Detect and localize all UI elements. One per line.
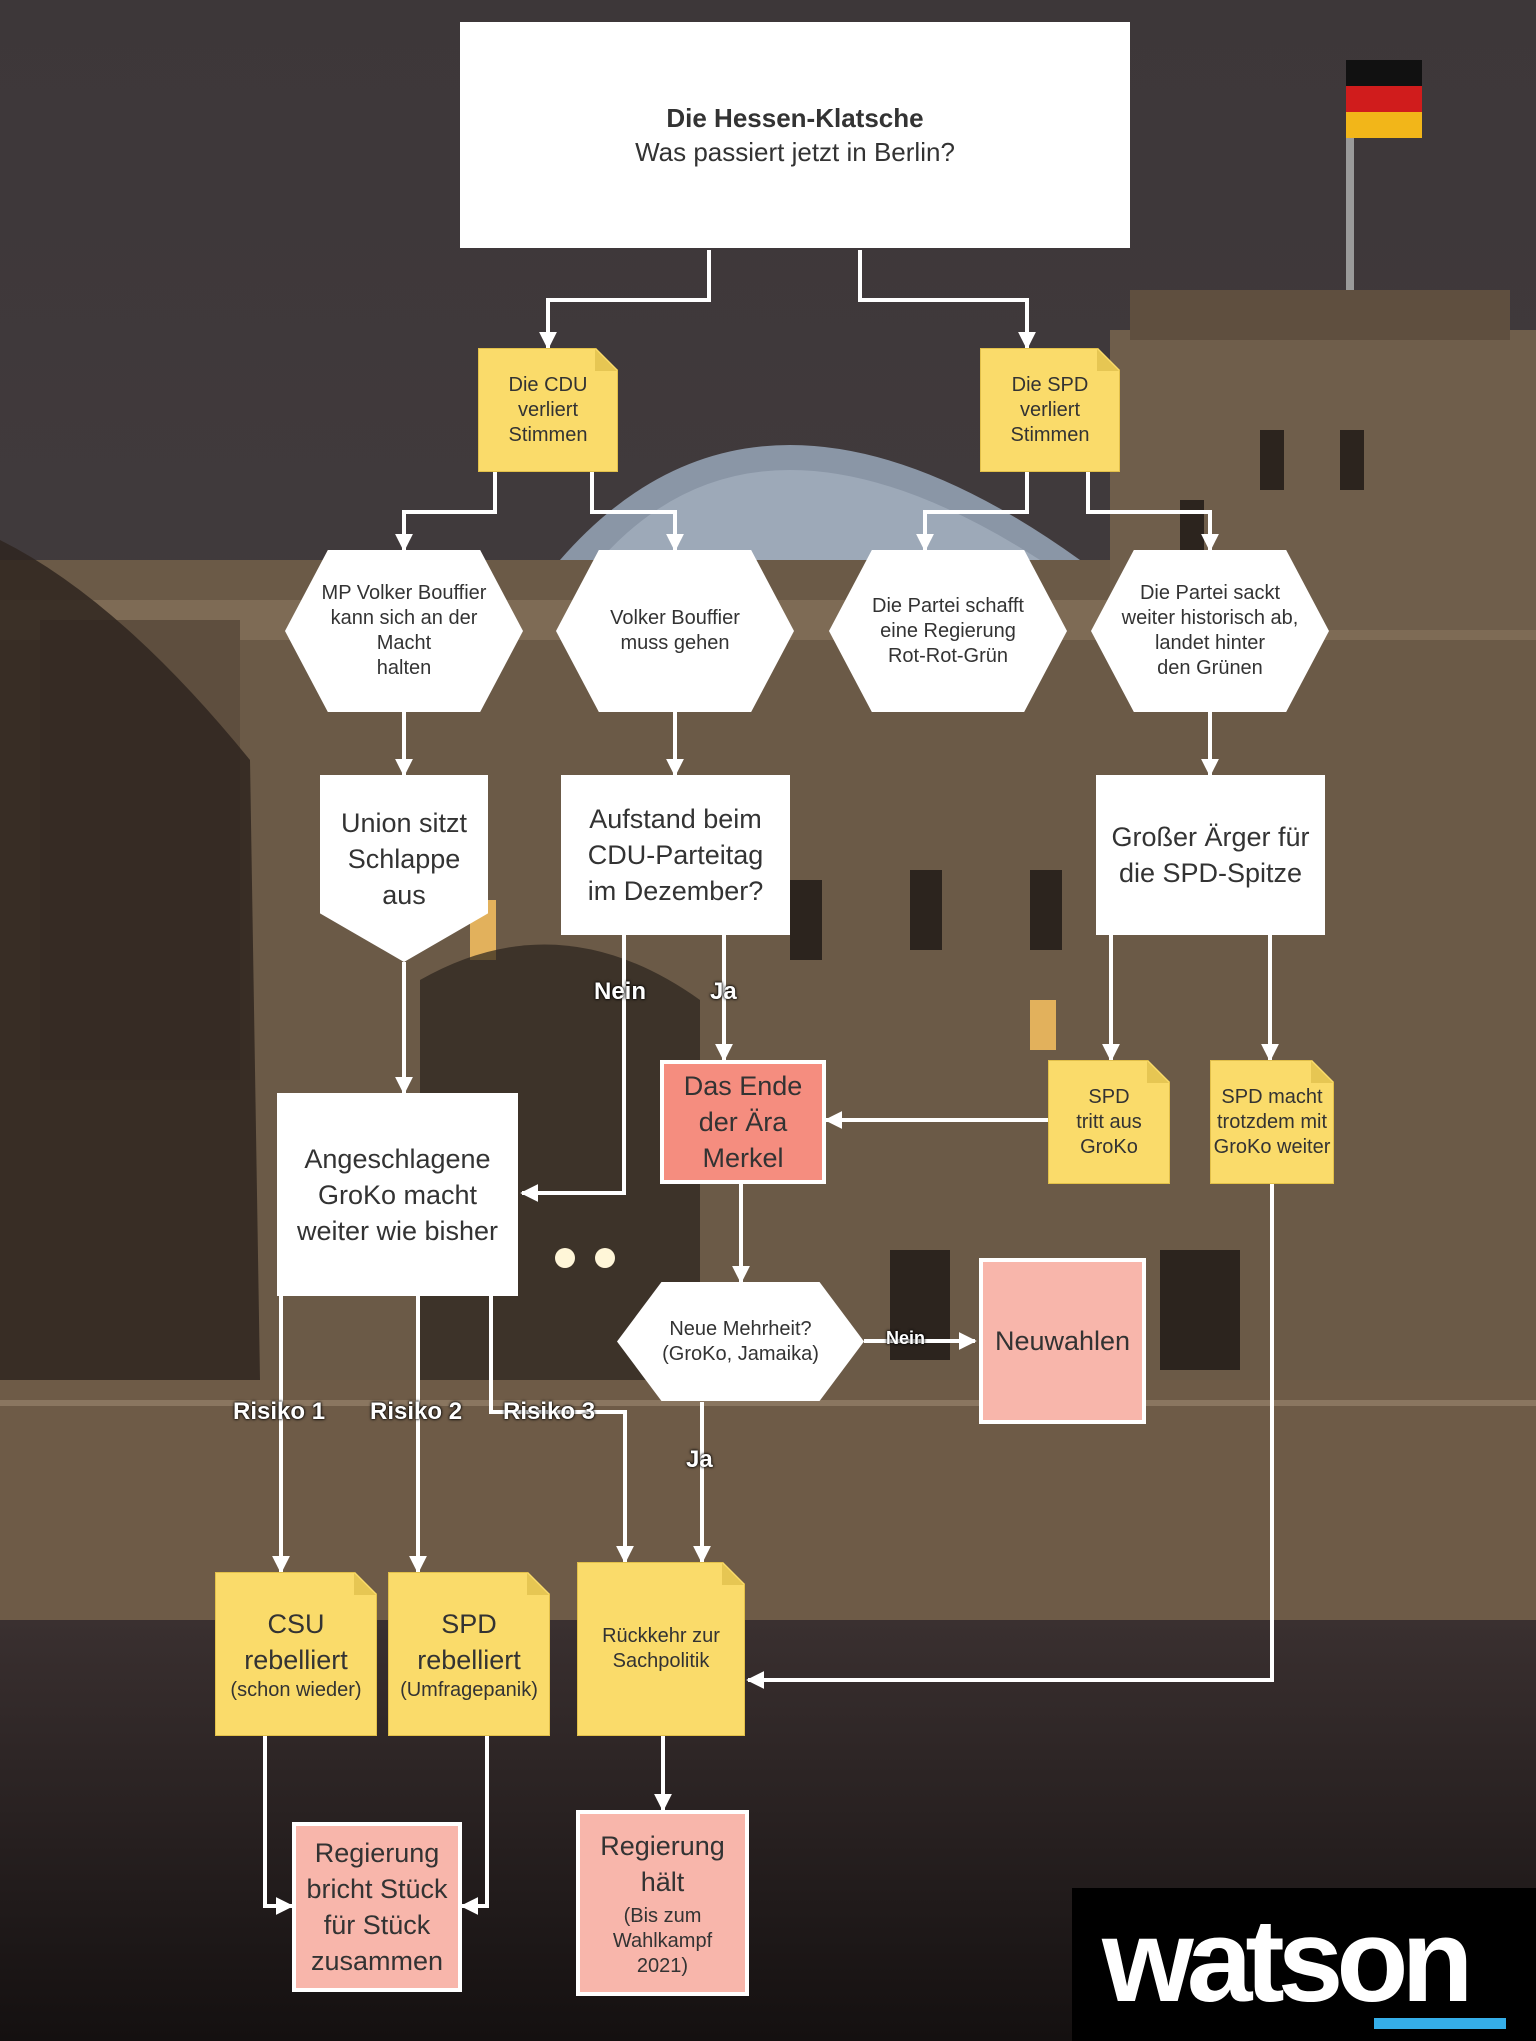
diagram-title: Die Hessen-Klatsche <box>666 103 924 133</box>
spd-rebelliert-sub: (Umfragepanik) <box>400 1678 538 1701</box>
hex-rot-rot-gruen: Die Partei schafft eine Regierung Rot-Ro… <box>829 550 1067 712</box>
box-ende-merkel: Das Ende der Ära Merkel <box>660 1060 826 1184</box>
box-regierung-haelt: Regierung hält (Bis zum Wahlkampf 2021) <box>576 1810 749 1996</box>
csu-rebelliert-title: CSU rebelliert <box>244 1608 348 1675</box>
csu-rebelliert-sub: (schon wieder) <box>230 1678 362 1701</box>
watson-logo-accent-bar <box>1374 2018 1506 2029</box>
label-ja-aufstand: Ja <box>710 978 737 1005</box>
hex-partei-sackt: Die Partei sackt weiter historisch ab, l… <box>1091 550 1329 712</box>
watson-logo: watson <box>1072 1888 1536 2041</box>
note-rueckkehr-sachpolitik: Rückkehr zur Sachpolitik <box>577 1562 745 1736</box>
diagram-subtitle: Was passiert jetzt in Berlin? <box>635 137 955 167</box>
note-spd-rebelliert: SPD rebelliert (Umfragepanik) <box>388 1572 550 1736</box>
box-groko-weiter: Angeschlagene GroKo macht weiter wie bis… <box>277 1093 518 1296</box>
label-risiko-3: Risiko 3 <box>503 1398 596 1425</box>
watson-wordmark: watson <box>1102 1895 1473 2027</box>
label-nein-mehrheit: Nein <box>886 1328 926 1348</box>
label-ja-mehrheit: Ja <box>686 1446 713 1473</box>
hex-bouffier-halten: MP Volker Bouffier kann sich an der Mach… <box>285 550 523 712</box>
note-spd-tritt-aus: SPD tritt aus GroKo <box>1048 1060 1170 1184</box>
note-cdu-verliert: Die CDU verliert Stimmen <box>478 348 618 472</box>
spd-rebelliert-title: SPD rebelliert <box>417 1608 521 1675</box>
regierung-haelt-title: Regierung hält <box>600 1830 725 1897</box>
label-nein-aufstand: Nein <box>594 978 647 1005</box>
hex-neue-mehrheit: Neue Mehrheit? (GroKo, Jamaika) <box>617 1282 864 1401</box>
box-aufstand: Aufstand beim CDU-Parteitag im Dezember? <box>561 775 790 935</box>
note-csu-rebelliert: CSU rebelliert (schon wieder) <box>215 1572 377 1736</box>
title-box: Die Hessen-Klatsche Was passiert jetzt i… <box>460 22 1130 248</box>
label-risiko-1: Risiko 1 <box>233 1398 326 1425</box>
regierung-haelt-sub: (Bis zum Wahlkampf 2021) <box>612 1904 713 1977</box>
box-neuwahlen: Neuwahlen <box>979 1258 1146 1424</box>
label-risiko-2: Risiko 2 <box>370 1398 463 1425</box>
box-aerger-spd: Großer Ärger für die SPD-Spitze <box>1096 775 1325 935</box>
note-spd-verliert: Die SPD verliert Stimmen <box>980 348 1120 472</box>
hex-bouffier-gehen: Volker Bouffier muss gehen <box>556 550 794 712</box>
box-regierung-bricht: Regierung bricht Stück für Stück zusamme… <box>292 1822 462 1992</box>
note-spd-macht-weiter: SPD macht trotzdem mit GroKo weiter <box>1210 1060 1334 1184</box>
